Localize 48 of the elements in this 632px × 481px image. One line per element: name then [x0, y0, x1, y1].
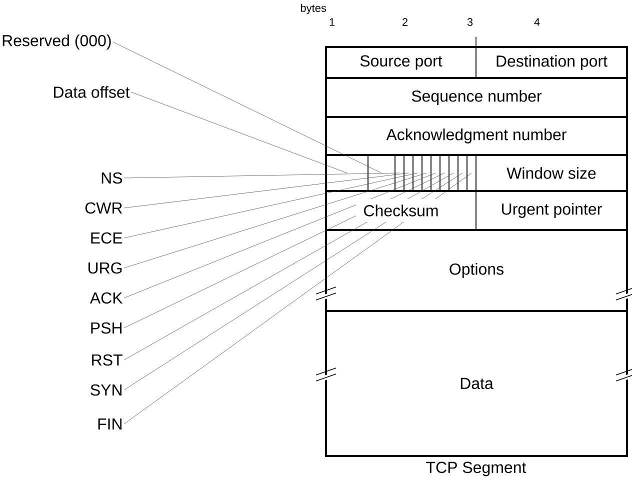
- field-cell: Data: [326, 310, 628, 456]
- field-label: CWR: [85, 202, 122, 214]
- field-label: PSH: [91, 322, 122, 334]
- flag-cell: [448, 154, 458, 192]
- flag-cell: [394, 154, 404, 192]
- field-cell: Destination port: [476, 46, 628, 78]
- byte-number: 2: [402, 18, 408, 26]
- flag-cell: [440, 154, 450, 192]
- leader-line: [124, 172, 472, 424]
- leader-line: [112, 42, 382, 174]
- field-cell: [326, 154, 368, 192]
- field-cell: Source port: [326, 46, 476, 78]
- field-cell: Checksum: [326, 190, 476, 230]
- flag-cell: [404, 154, 414, 192]
- leader-line: [124, 172, 418, 238]
- field-label: URG: [88, 262, 122, 274]
- field-label: SYN: [90, 384, 122, 396]
- byte-number: 3: [467, 18, 473, 26]
- leader-line: [124, 172, 454, 360]
- flag-cell: [466, 154, 476, 192]
- field-label: ECE: [91, 232, 122, 244]
- byte-number: 4: [534, 18, 540, 26]
- flag-cell: [412, 154, 422, 192]
- field-label: RST: [92, 354, 122, 366]
- leader-line: [124, 172, 409, 208]
- field-label: FIN: [98, 418, 122, 430]
- leader-line: [124, 172, 400, 178]
- flag-cell: [430, 154, 440, 192]
- flag-cell: [422, 154, 432, 192]
- field-label: Reserved (000): [2, 34, 111, 50]
- field-cell: Sequence number: [326, 78, 628, 118]
- field-cell: Options: [326, 230, 628, 312]
- field-label: Data offset: [54, 86, 130, 98]
- field-cell: Window size: [476, 154, 628, 192]
- field-label: NS: [102, 172, 122, 184]
- leader-line: [124, 172, 427, 268]
- field-cell: Acknowledgment number: [326, 116, 628, 156]
- flag-cell: [458, 154, 468, 192]
- field-cell: Urgent pointer: [476, 190, 628, 230]
- axis-title: bytes: [300, 4, 326, 14]
- leader-line: [124, 172, 445, 328]
- leader-line: [130, 92, 348, 174]
- leader-line: [124, 172, 436, 298]
- leader-line: [124, 172, 463, 390]
- byte-number: 1: [330, 18, 335, 26]
- caption: TCP Segment: [426, 462, 526, 476]
- flag-cell: [368, 154, 396, 192]
- field-label: ACK: [90, 292, 123, 304]
